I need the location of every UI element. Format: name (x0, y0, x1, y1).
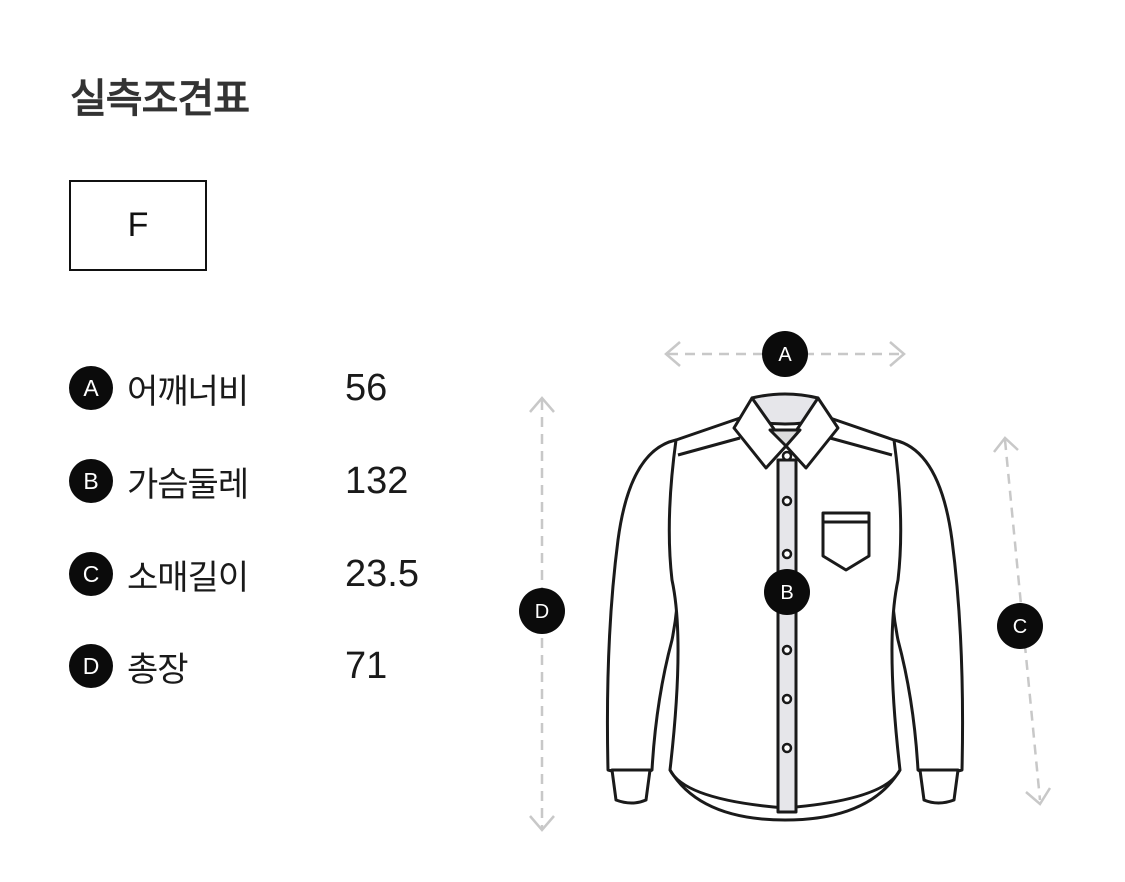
page-title: 실측조견표 (70, 76, 250, 122)
marker-c-icon: C (997, 603, 1043, 649)
measurement-value: 71 (345, 644, 388, 687)
marker-c-badge: C (69, 552, 113, 596)
measurement-row-length: D 총장 71 (69, 642, 489, 690)
svg-text:C: C (1013, 616, 1027, 638)
measurement-label: 소매길이 (127, 557, 249, 598)
measurement-row-sleeve: C 소매길이 23.5 (69, 550, 489, 598)
shirt-measurement-diagram: A B C D (500, 320, 1100, 850)
measurement-value: 56 (345, 366, 388, 409)
arrow-heads (529, 341, 1052, 832)
svg-text:D: D (535, 601, 549, 623)
measurement-row-shoulder: A 어깨너비 56 (69, 364, 489, 412)
marker-d-badge: D (69, 644, 113, 688)
shirt-outline (605, 392, 965, 822)
measurement-value: 23.5 (345, 552, 419, 595)
shirt-icon: A B C D (519, 331, 1052, 832)
marker-a-badge: A (69, 366, 113, 410)
marker-a-icon: A (762, 331, 808, 377)
measurement-row-chest: B 가슴둘레 132 (69, 457, 489, 505)
svg-text:A: A (778, 344, 792, 366)
size-tab-f[interactable]: F (69, 180, 207, 271)
marker-b-icon: B (764, 569, 810, 615)
measurement-value: 132 (345, 459, 409, 502)
measurement-label: 어깨너비 (127, 371, 249, 412)
shirt-buttons (781, 450, 793, 754)
marker-d-icon: D (519, 588, 565, 634)
measurement-label: 총장 (127, 649, 189, 690)
measurement-label: 가슴둘레 (127, 464, 249, 505)
marker-b-badge: B (69, 459, 113, 503)
svg-text:B: B (780, 582, 793, 604)
